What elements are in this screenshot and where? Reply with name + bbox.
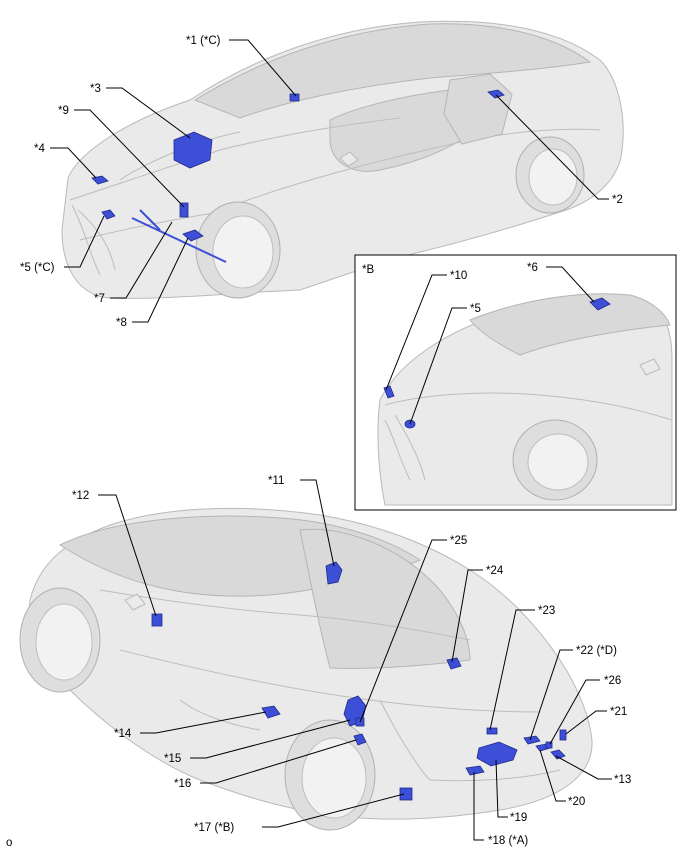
part-12-marker [151,613,163,627]
label-20: *20 [568,796,585,808]
label-18: *18 (*A) [488,835,528,847]
label-19: *19 [510,812,527,824]
label-17: *17 (*B) [194,822,234,834]
label-7: *7 [94,293,105,305]
part-24-marker [446,657,462,670]
label-11: *11 [268,475,284,487]
part-13-marker [550,749,566,760]
part-23-marker [486,727,498,735]
label-25: *25 [450,535,467,547]
part-14-marker [261,705,281,719]
label-8: *8 [116,317,127,329]
part-2-marker [487,89,505,99]
rear-leaders [98,479,612,841]
inset-label-5: *5 [470,303,481,315]
label-24: *24 [486,565,504,577]
inset-label-6: *6 [527,262,538,274]
rear-parts [151,561,567,801]
rear-car-illustration [19,507,593,831]
label-12: *12 [72,490,89,502]
part-22-marker [523,735,541,745]
part-9-marker [179,202,189,218]
label-22: *22 (*D) [576,645,617,657]
label-9: *9 [58,105,69,117]
inset-label-10: *10 [450,270,467,282]
part-5-marker [101,209,116,220]
label-4: *4 [34,143,45,155]
label-5: *5 (*C) [20,262,55,274]
part-19-marker [476,741,518,767]
inset-part-6 [589,297,611,311]
label-2: *2 [612,194,623,206]
rear-labels: *11 *12 *13 *14 *15 *16 *17 (*B) *18 (*A… [72,475,631,847]
part-11-marker [325,561,343,585]
front-labels: *1 (*C) *2 *3 *9 *4 *5 (*C) *7 *8 [20,35,623,329]
part-17-marker [399,787,413,801]
label-14: *14 [114,728,132,740]
front-leaders [50,39,609,323]
inset-title: *B [362,264,374,276]
corner-mark: o [6,837,12,849]
label-15: *15 [164,753,181,765]
part-21-marker [559,729,567,741]
part-3-marker [173,131,213,169]
part-16-marker [353,733,367,746]
inset-b: *B *10 *5 *6 [354,254,677,511]
label-26: *26 [604,675,621,687]
part-18-marker [465,765,485,776]
label-23: *23 [538,605,555,617]
label-21: *21 [610,706,627,718]
label-3: *3 [90,83,101,95]
label-1: *1 (*C) [186,35,221,47]
part-1-marker [289,93,300,102]
label-13: *13 [614,774,631,786]
part-7-steering-rack [131,209,227,263]
part-26-marker [545,741,553,749]
label-16: *16 [174,778,191,790]
